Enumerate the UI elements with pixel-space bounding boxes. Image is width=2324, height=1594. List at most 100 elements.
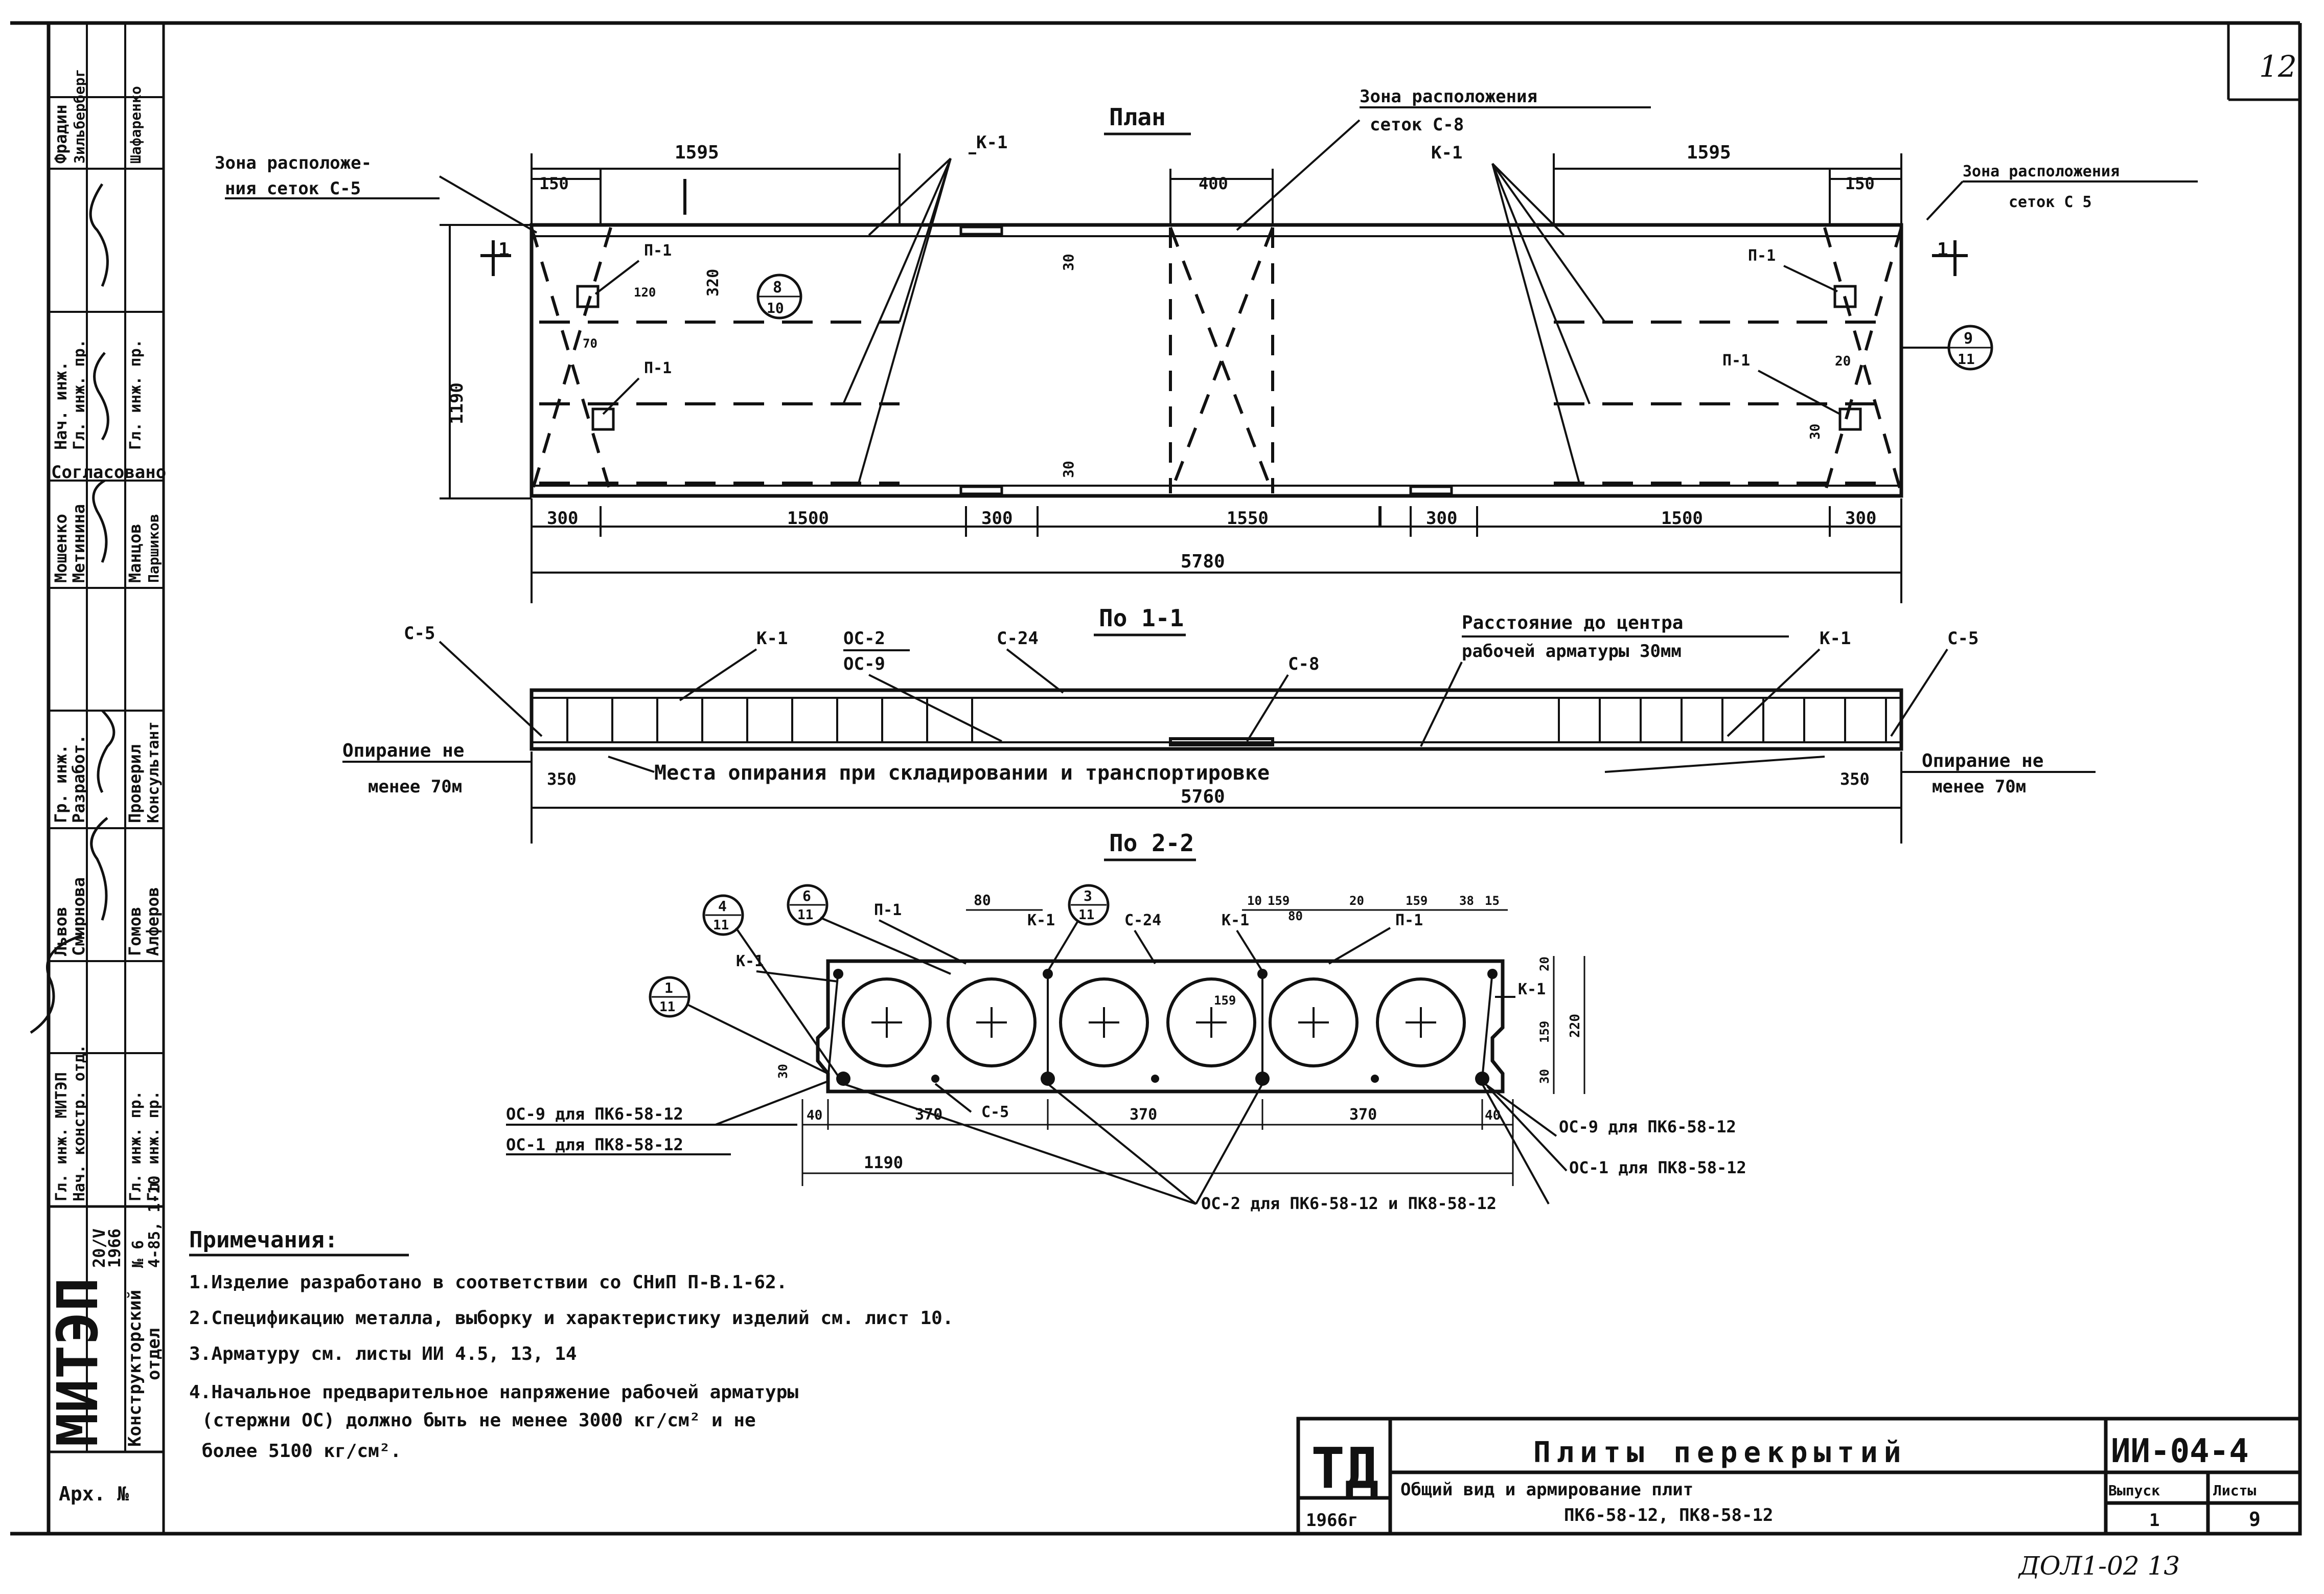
section11-support-left-2: менее 70м — [368, 777, 462, 797]
notes-title: Примечания: — [189, 1227, 338, 1253]
section11-support-left-1: Опирание не — [342, 740, 464, 761]
section22-dim-159-circle: 159 — [1214, 993, 1236, 1008]
note-6: более 5100 кг/см². — [202, 1441, 401, 1462]
stamp-name-3: Гомов — [125, 907, 145, 956]
section22-dim-bottom-40b: 40 — [1485, 1108, 1501, 1123]
plan-callout-left-top: 8 — [773, 279, 782, 297]
plan-title: План — [1109, 103, 1166, 131]
stamp-num-2: 4-85, 1-10 — [146, 1175, 164, 1268]
stamp-role-3: Гл. инж. пр. — [127, 1090, 145, 1201]
section22-dim-top-38: 38 — [1459, 894, 1474, 908]
title-year: 1966г — [1306, 1510, 1358, 1531]
section22-callout-4-bottom: 11 — [713, 918, 729, 933]
plan-dim-1595-right: 1595 — [1687, 142, 1731, 163]
section11-c24: С-24 — [997, 628, 1039, 649]
note-3: 3.Арматуру см. листы ИИ 4.5, 13, 14 — [189, 1343, 577, 1364]
stamp-name2-4: Паршиков — [145, 514, 162, 583]
title-issue: 1 — [2149, 1510, 2159, 1531]
stamp-role-4: Гл. инж. пр. — [145, 1090, 163, 1201]
plan-slab-outline — [530, 223, 1903, 498]
title-logo: ТД — [1311, 1436, 1378, 1501]
section22-og2: ОС-2 для ПК6-58-12 и ПК8-58-12 — [1201, 1194, 1497, 1213]
plan-dim-bottom-5: 300 — [1426, 508, 1457, 529]
stamp-name2-1: Мошенко — [51, 514, 71, 583]
stamp-name3-2: Зильберберг — [71, 69, 88, 164]
stamp-year-1: 20/V — [89, 1228, 109, 1268]
section22-dim-bottom-40a: 40 — [807, 1108, 822, 1123]
plan-zone-c5-left-2: ния сеток С-5 — [225, 178, 361, 199]
section22-dim-bottom-370b: 370 — [1130, 1106, 1157, 1124]
section22-dim-right-159: 159 — [1537, 1021, 1552, 1043]
stamp-role3-3: Гл. инж. пр. — [127, 339, 145, 450]
plan-dim-30-right: 30 — [1808, 424, 1823, 440]
title-sub-2: ПК6-58-12, ПК8-58-12 — [1564, 1505, 1773, 1525]
stamp-role2-2: Разработ. — [69, 735, 88, 823]
plan-dim-150-left: 150 — [539, 174, 569, 193]
section22-callout-6-bottom: 11 — [797, 907, 813, 923]
section11-dim-total: 5760 — [1181, 786, 1225, 807]
plan-p1-4: П-1 — [1722, 352, 1750, 370]
stamp-year-2: 1966 — [105, 1228, 124, 1268]
section11-dim-350-right: 350 — [1840, 769, 1870, 789]
section22-dim-top-159b: 159 — [1406, 894, 1428, 908]
plan-zone-c8-1: Зона расположения — [1360, 86, 1537, 107]
plan-dim-400: 400 — [1199, 174, 1228, 193]
plan-dim-bottom-7: 300 — [1845, 508, 1876, 529]
plan-callout-right-top: 9 — [1964, 330, 1973, 348]
stamp-name-1: Львов — [51, 907, 71, 956]
plan-dim-1595-left: 1595 — [675, 142, 719, 163]
plan-section-mark-left: 1 — [498, 239, 510, 260]
stamp-name-2: Смирнова — [69, 877, 88, 956]
section22-dim-top-20: 20 — [1349, 894, 1364, 908]
plan-k1-left: К-1 — [976, 132, 1007, 153]
section22-dim-80: 80 — [974, 892, 991, 908]
section-1-1: По 1-1 С-5 К-1 ОС-2 ОС-9 С-24 С-8 Рассто… — [342, 604, 2096, 844]
plan-dim-bottom-2: 1500 — [787, 508, 829, 529]
section22-k1-1: К-1 — [736, 952, 764, 970]
section22-dim-top-10: 10 — [1247, 894, 1262, 908]
section22-og9-right: ОС-9 для ПК6-58-12 — [1559, 1117, 1736, 1136]
plan-view: План — [215, 86, 2198, 603]
stamp-name3-3: Шафаренко — [127, 86, 144, 164]
section22-c24: С-24 — [1124, 912, 1161, 929]
plan-section-mark-right: 1 — [1937, 239, 1948, 260]
stamp-dept-2: отдел — [144, 1328, 164, 1380]
section11-reinf-2: рабочей арматуры 30мм — [1462, 641, 1682, 662]
section22-dim-right-220: 220 — [1568, 1014, 1583, 1038]
stamp-role2-1: Гр. инж. — [51, 744, 71, 823]
note-5: (стержни ОС) должно быть не менее 3000 к… — [202, 1410, 756, 1431]
section22-k1-3: К-1 — [1222, 912, 1249, 929]
title-block — [1296, 1417, 2302, 1536]
section22-c5: С-5 — [981, 1103, 1009, 1121]
plan-dim-320: 320 — [704, 269, 722, 297]
section-2-2: По 2-2 — [506, 829, 1746, 1213]
section11-dim-350-left: 350 — [547, 769, 577, 789]
plan-k1-right: К-1 — [1431, 143, 1462, 163]
plan-dim-30-top: 30 — [1060, 254, 1077, 271]
plan-dim-150-right: 150 — [1845, 174, 1875, 193]
section22-dim-right-30: 30 — [1537, 1069, 1552, 1084]
section22-callout-4-top: 4 — [718, 898, 727, 915]
plan-zone-c8-2: сеток С-8 — [1370, 115, 1464, 135]
sheet-number: 12 — [2259, 49, 2297, 84]
plan-dim-total: 5780 — [1181, 551, 1225, 572]
stamp-name2-3: Манцов — [125, 523, 145, 583]
section22-k1-2: К-1 — [1027, 912, 1055, 929]
section22-og1-right: ОС-1 для ПК8-58-12 — [1569, 1158, 1746, 1177]
title-sheet: 9 — [2249, 1508, 2261, 1531]
stamp-signatures — [30, 183, 116, 1034]
section11-reinf-1: Расстояние до центра — [1462, 612, 1683, 633]
plan-dim-20: 20 — [1835, 354, 1851, 369]
stamp-role3-2: Гл. инж. пр. — [71, 339, 88, 450]
section22-callout-1-top: 1 — [664, 980, 673, 996]
section22-dim-top-15: 15 — [1485, 894, 1500, 908]
plan-callout-left — [756, 274, 802, 320]
title-sheet-label: Листы — [2213, 1482, 2256, 1499]
stamp-num-1: № 6 — [129, 1240, 147, 1268]
section22-callout-3-top: 3 — [1084, 887, 1092, 904]
stamp-arch: Арх. № — [59, 1483, 129, 1505]
section22-title: По 2-2 — [1109, 829, 1194, 857]
section11-support-right-1: Опирание не — [1922, 750, 2043, 771]
note-1: 1.Изделие разработано в соответствии со … — [189, 1272, 787, 1293]
